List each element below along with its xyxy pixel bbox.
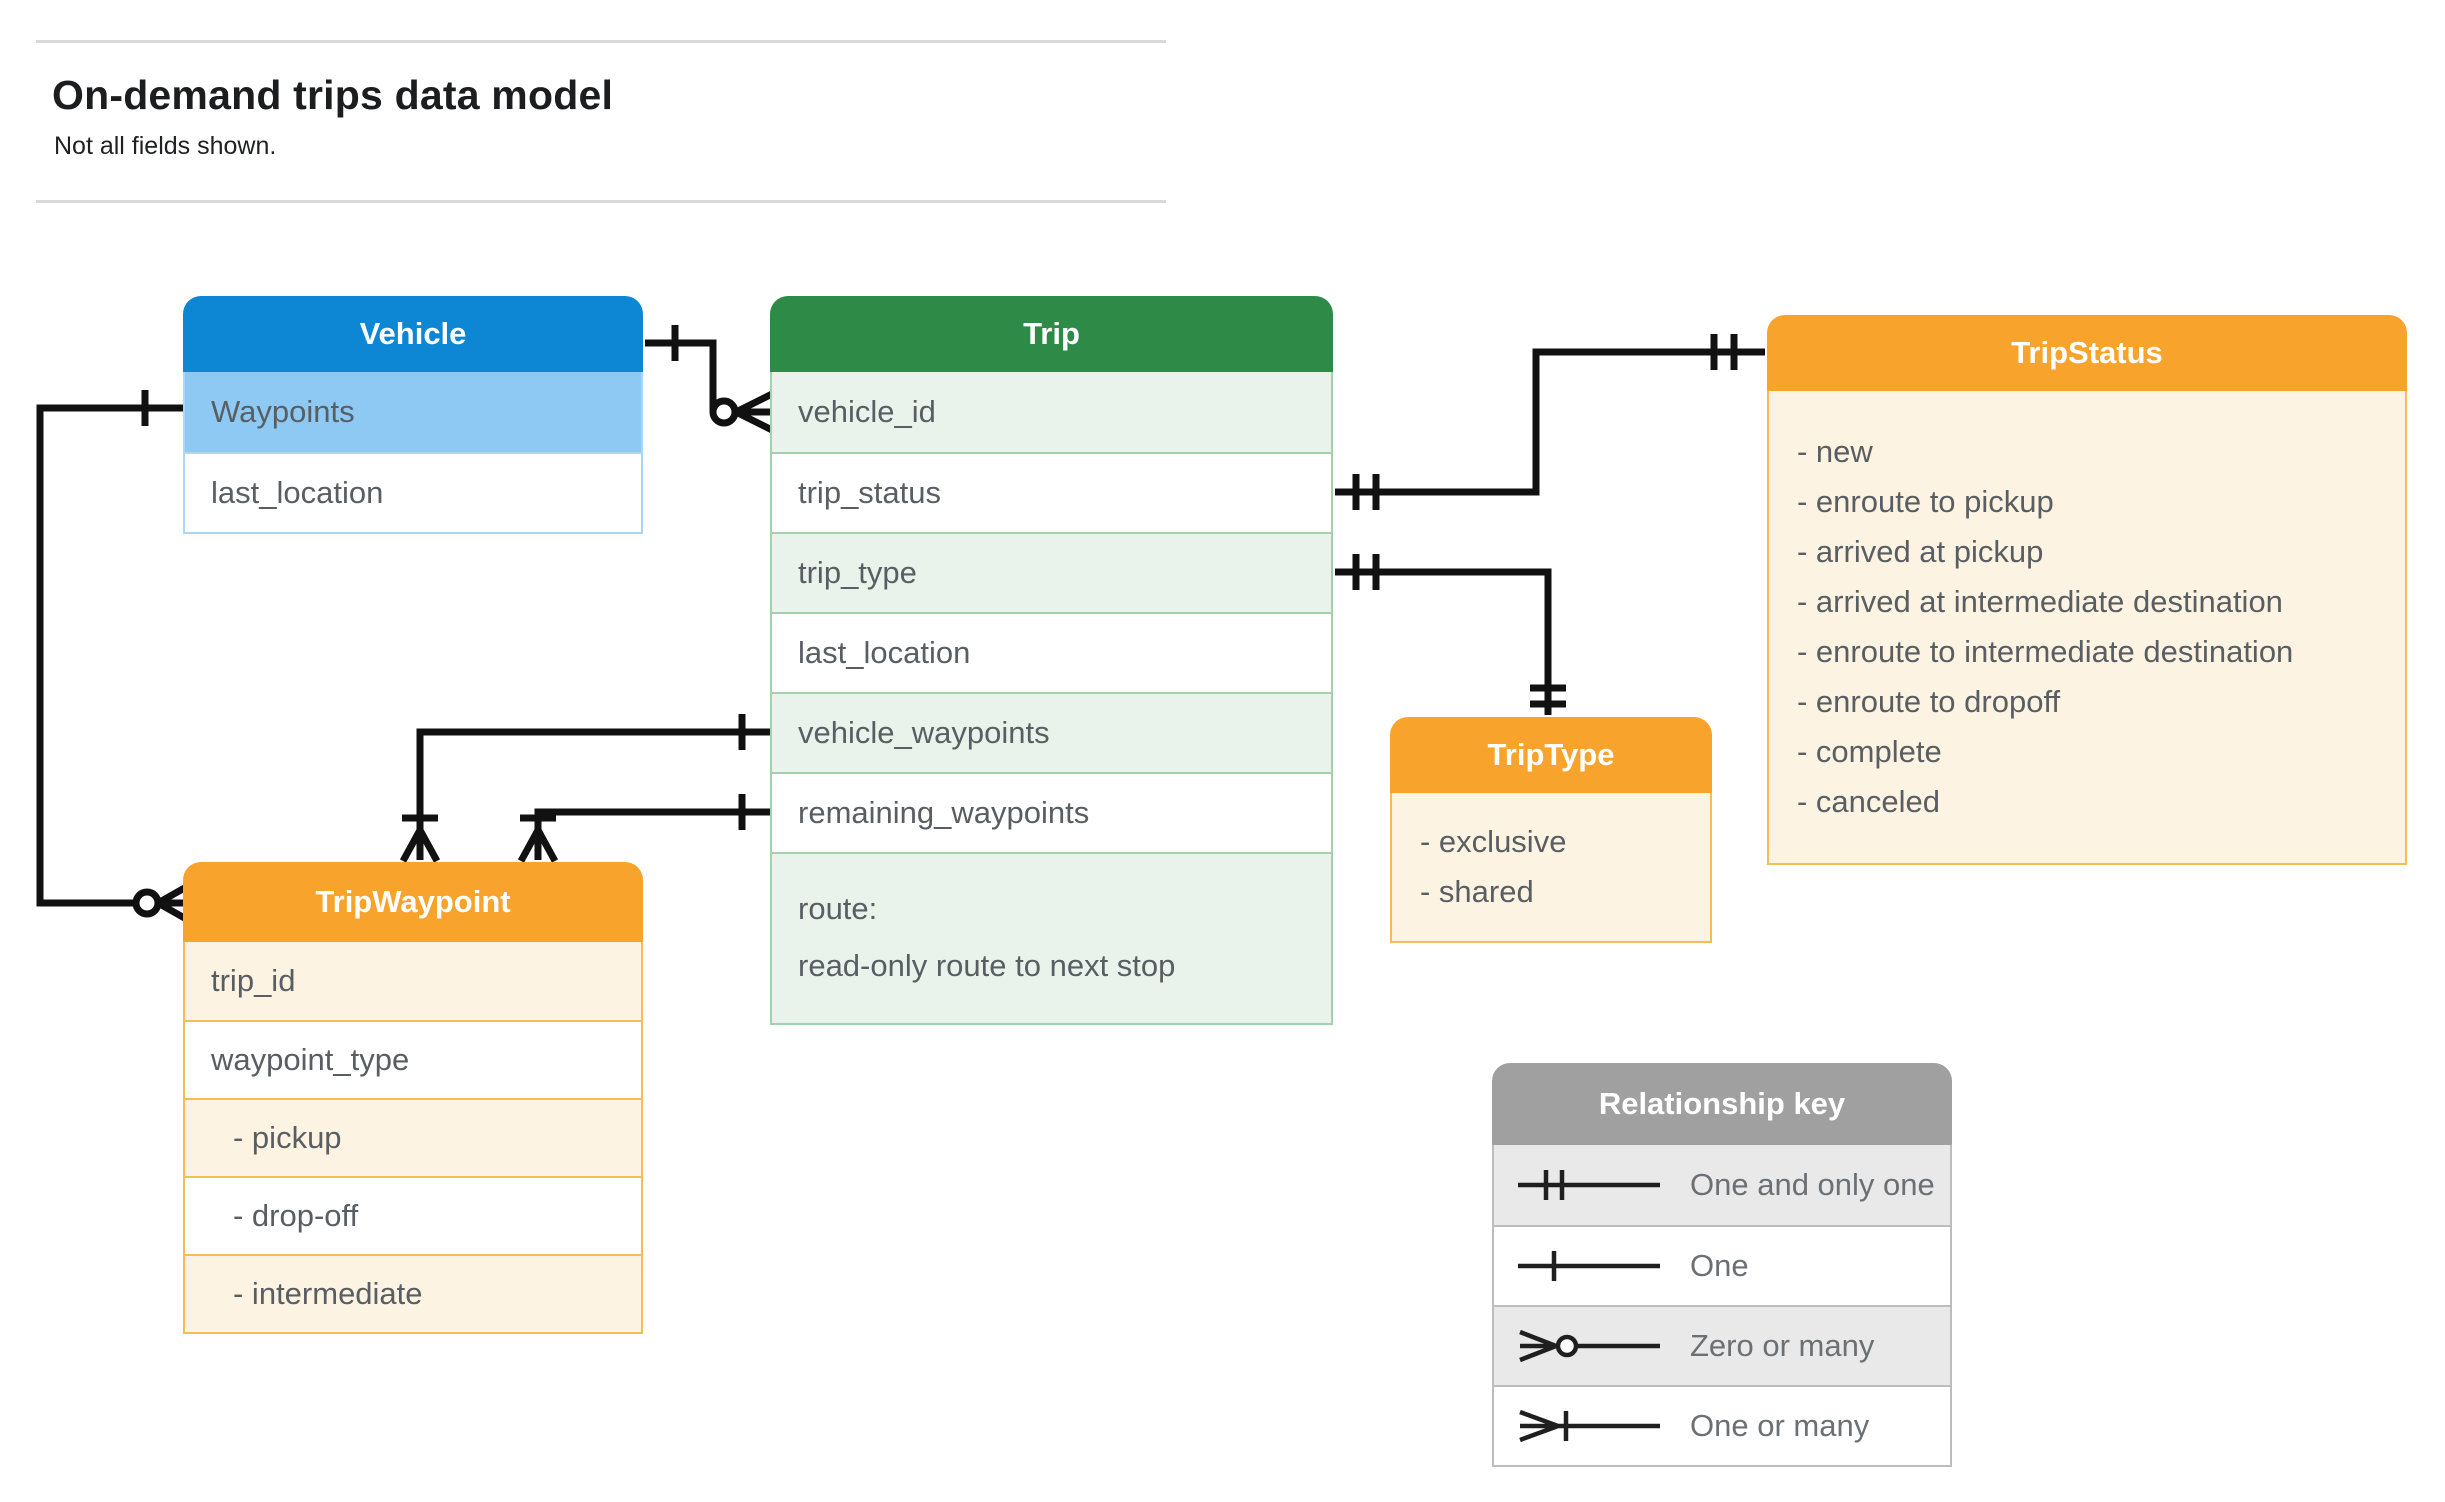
entity-trip-waypoint: TripWaypoint trip_id waypoint_type - pic… <box>183 862 643 1334</box>
double-tick <box>1352 474 1380 510</box>
one-and-only-one-icon <box>1518 1170 1660 1200</box>
enum-value: - enroute to dropoff <box>1797 684 2061 719</box>
legend-label: One and only one <box>1690 1167 1935 1202</box>
legend-label: One or many <box>1690 1408 1870 1443</box>
connector-vehicle-to-trip <box>645 325 774 434</box>
relationship-key: Relationship key One and only one One <box>1492 1063 1952 1467</box>
zero-or-many-icon <box>1519 1329 1660 1363</box>
legend-label: Zero or many <box>1690 1328 1875 1363</box>
double-tick <box>1710 334 1738 370</box>
enum-value: - exclusive <box>1420 824 1567 859</box>
connector-trip-status <box>1335 334 1765 510</box>
page-title: On-demand trips data model <box>52 72 614 118</box>
legend-row-one: One <box>1494 1225 1950 1305</box>
double-tick <box>1530 684 1566 708</box>
waypoint-type-pickup: - pickup <box>185 1098 641 1176</box>
legend-row-one-and-only-one: One and only one <box>1494 1145 1950 1225</box>
entity-vehicle: Vehicle Waypoints last_location <box>183 296 643 534</box>
field-last-location: last_location <box>772 612 1331 692</box>
field-trip-id: trip_id <box>185 942 641 1020</box>
double-tick <box>1352 554 1380 590</box>
legend-row-one-or-many: One or many <box>1494 1385 1950 1465</box>
crow-foot-many <box>734 390 774 434</box>
field-vehicle-id: vehicle_id <box>772 372 1331 452</box>
connector-vehicle-waypoints-field <box>399 714 770 863</box>
entity-trip-waypoint-body: trip_id waypoint_type - pickup - drop-of… <box>183 942 643 1334</box>
route-label: route: <box>798 891 878 926</box>
waypoint-type-intermediate: - intermediate <box>185 1254 641 1332</box>
legend-row-zero-or-many: Zero or many <box>1494 1305 1950 1385</box>
entity-trip-waypoint-header: TripWaypoint <box>183 862 643 942</box>
legend-label: One <box>1690 1248 1749 1283</box>
entity-vehicle-body: Waypoints last_location <box>183 372 643 534</box>
enum-value: - complete <box>1797 734 1942 769</box>
relationship-key-body: One and only one One Zer <box>1492 1145 1952 1467</box>
entity-trip-type-body: - exclusive - shared <box>1390 793 1712 943</box>
entity-trip-status-body: - new - enroute to pickup - arrived at p… <box>1767 391 2407 865</box>
enum-value: - enroute to intermediate destination <box>1797 634 2294 669</box>
enum-value: - arrived at pickup <box>1797 534 2044 569</box>
zero-circle <box>709 397 739 427</box>
enum-value: - shared <box>1420 874 1534 909</box>
field-trip-type: trip_type <box>772 532 1331 612</box>
field-waypoint-type: waypoint_type <box>185 1020 641 1098</box>
relationship-key-header: Relationship key <box>1492 1063 1952 1145</box>
one-icon <box>1518 1251 1660 1281</box>
top-divider <box>36 40 1166 43</box>
title-bottom-divider <box>36 200 1166 203</box>
entity-trip: Trip vehicle_id trip_status trip_type la… <box>770 296 1333 1025</box>
field-waypoints: Waypoints <box>185 372 641 452</box>
field-vehicle-waypoints: vehicle_waypoints <box>772 692 1331 772</box>
enum-value: - new <box>1797 434 1873 469</box>
connector-trip-type <box>1335 554 1566 715</box>
one-or-many-icon <box>1519 1409 1660 1443</box>
crow-foot-many <box>399 828 441 863</box>
field-last-location: last_location <box>185 452 641 532</box>
entity-trip-type-header: TripType <box>1390 717 1712 793</box>
page-subtitle: Not all fields shown. <box>54 132 277 160</box>
entity-trip-type: TripType - exclusive - shared <box>1390 717 1712 943</box>
enum-value: - canceled <box>1797 784 1941 819</box>
field-remaining-waypoints: remaining_waypoints <box>772 772 1331 852</box>
entity-trip-body: vehicle_id trip_status trip_type last_lo… <box>770 372 1333 1025</box>
field-route: route: read-only route to next stop <box>772 852 1331 1023</box>
zero-circle <box>132 888 162 918</box>
connector-remaining-waypoints-field <box>517 794 770 863</box>
route-description: read-only route to next stop <box>798 948 1176 983</box>
entity-trip-status-header: TripStatus <box>1767 315 2407 391</box>
field-trip-status: trip_status <box>772 452 1331 532</box>
enum-value: - enroute to pickup <box>1797 484 2054 519</box>
waypoint-type-drop-off: - drop-off <box>185 1176 641 1254</box>
crow-foot-many <box>517 828 559 863</box>
entity-trip-status: TripStatus - new - enroute to pickup - a… <box>1767 315 2407 865</box>
connector-vehicle-waypoints-to-tripwaypoint <box>36 390 190 924</box>
entity-vehicle-header: Vehicle <box>183 296 643 372</box>
entity-trip-header: Trip <box>770 296 1333 372</box>
enum-value: - arrived at intermediate destination <box>1797 584 2283 619</box>
